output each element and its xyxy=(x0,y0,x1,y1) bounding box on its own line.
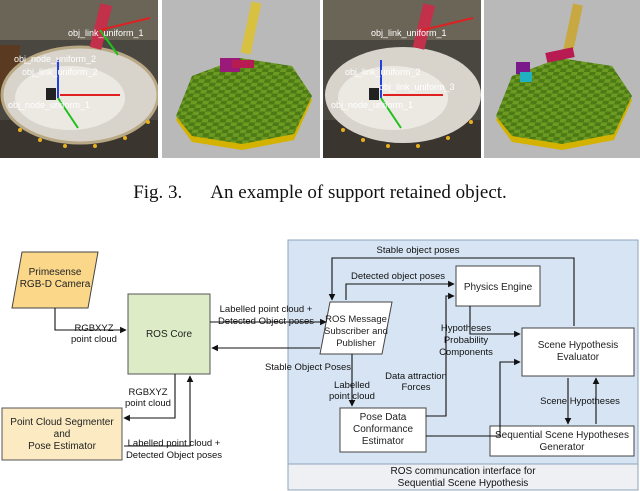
figure-photo-strip: obj_link_uniform_1 obj_node_uniform_2 ob… xyxy=(0,0,640,158)
edge-label-rgbxyz-bottom-2: point cloud xyxy=(125,398,171,409)
edge-label-scene-hypotheses: Scene Hypotheses xyxy=(540,396,620,407)
figure-caption: Fig. 3. An example of support retained ob… xyxy=(0,182,640,204)
camera-view-image-2: obj_link_uniform_1 obj_link_uniform_2 ob… xyxy=(323,0,481,158)
edge-posedata-to-evaluator xyxy=(426,358,521,437)
edge-label-data-attraction-2: Forces xyxy=(401,382,430,393)
edge-label-labelled-small-2: point cloud xyxy=(329,391,375,402)
simulation-view-image-2 xyxy=(484,0,640,158)
label-node-uniform-1: obj_node_uniform_1 xyxy=(8,100,90,110)
edge-label-labelled-bottom-2: Detected Object poses xyxy=(126,450,222,461)
camera-box xyxy=(11,251,99,309)
physics-engine-box xyxy=(455,265,541,307)
ros-message-box xyxy=(319,301,393,355)
simulation-view-image-1 xyxy=(162,0,320,158)
edge-detected-poses xyxy=(345,280,455,300)
edge-ros-to-segmenter xyxy=(123,374,176,422)
region-label-band xyxy=(287,463,639,491)
camera-view-image-1: obj_link_uniform_1 obj_node_uniform_2 ob… xyxy=(0,0,158,158)
edge-label-rgbxyz-top-2: point cloud xyxy=(71,334,117,345)
edge-label-hypotheses-3: Components xyxy=(439,347,493,358)
camera-label-line1: Primesense xyxy=(29,267,82,278)
edge-label-labelled-to-ros-1: Labelled point cloud + xyxy=(220,304,313,315)
caption-figure-number: Fig. 3. xyxy=(133,182,183,203)
pose-data-label-line2: Conformance xyxy=(353,424,413,435)
segmenter-label-line2: and xyxy=(54,429,71,440)
sequential-generator-label-line1: Sequential Scene Hypotheses xyxy=(495,430,629,441)
edge-label-labelled-small-1: Labelled xyxy=(334,380,370,391)
label-link-uniform-3: obj_link_uniform_3 xyxy=(379,82,455,92)
edge-label-labelled-bottom-1: Labelled point cloud + xyxy=(128,438,221,449)
label-node-uniform-1: obj_node_uniform_1 xyxy=(331,100,413,110)
edge-label-stable-top: Stable object poses xyxy=(377,245,460,256)
sequential-generator-box xyxy=(489,425,635,457)
label-link-uniform-2: obj_link_uniform_2 xyxy=(345,67,421,77)
label-link-uniform-1: obj_link_uniform_1 xyxy=(371,28,447,38)
sequential-generator-label-line2: Generator xyxy=(539,442,585,453)
ros-core-label: ROS Core xyxy=(146,329,193,340)
pose-data-label-line3: Estimator xyxy=(362,436,405,447)
label-link-uniform-1: obj_link_uniform_1 xyxy=(68,28,144,38)
edge-posedata-to-physics xyxy=(426,292,455,417)
ros-message-label-line1: ROS Message xyxy=(325,314,387,325)
edge-camera-to-ros xyxy=(54,308,127,334)
ros-core-box xyxy=(127,293,211,375)
edge-label-labelled-to-ros-2: Detected Object poses xyxy=(218,316,314,327)
edge-label-rgbxyz-bottom-1: RGBXYZ xyxy=(128,387,167,398)
camera-view-panel-2: obj_link_uniform_1 obj_link_uniform_2 ob… xyxy=(323,0,481,158)
edge-label-hypotheses-1: Hypotheses xyxy=(441,323,491,334)
physics-engine-label: Physics Engine xyxy=(464,282,533,293)
ros-message-label-line2: Subscriber and xyxy=(324,326,388,337)
pose-data-box xyxy=(339,407,427,453)
caption-text: An example of support retained object. xyxy=(210,182,507,203)
camera-label-line2: RGB-D Camera xyxy=(20,279,91,290)
simulation-view-panel-1 xyxy=(162,0,320,158)
edge-physics-to-evaluator xyxy=(469,306,521,338)
edge-segmenter-to-ros xyxy=(124,375,194,447)
segmenter-box xyxy=(1,407,123,461)
evaluator-label-line1: Scene Hypothesis xyxy=(538,340,619,351)
ros-message-label-line3: Publisher xyxy=(336,338,376,349)
system-block-diagram: ROS communcation interface for Sequentia… xyxy=(1,239,639,491)
edge-stable-poses-loop xyxy=(328,257,575,326)
region-label-line2: Sequential Scene Hypothesis xyxy=(398,478,529,489)
edge-label-stable-back: Stable Object Poses xyxy=(265,362,351,373)
segmenter-label-line3: Pose Estimator xyxy=(28,441,96,452)
edge-label-rgbxyz-top-1: RGBXYZ xyxy=(74,323,113,334)
simulation-view-panel-2 xyxy=(484,0,640,158)
evaluator-label-line2: Evaluator xyxy=(557,352,600,363)
segmenter-label-line1: Point Cloud Segmenter xyxy=(10,417,114,428)
edge-label-hypotheses-2: Probability xyxy=(444,335,489,346)
region-label-line1: ROS communcation interface for xyxy=(390,466,536,477)
pose-data-label-line1: Pose Data xyxy=(360,412,407,423)
camera-view-panel-1: obj_link_uniform_1 obj_node_uniform_2 ob… xyxy=(0,0,158,158)
evaluator-box xyxy=(521,327,635,377)
edge-label-detected-object: Detected object poses xyxy=(351,271,445,282)
label-link-uniform-2: obj_link_uniform_2 xyxy=(22,67,98,77)
edge-label-data-attraction-1: Data attraction xyxy=(385,371,447,382)
label-node-uniform-2: obj_node_uniform_2 xyxy=(14,54,96,64)
